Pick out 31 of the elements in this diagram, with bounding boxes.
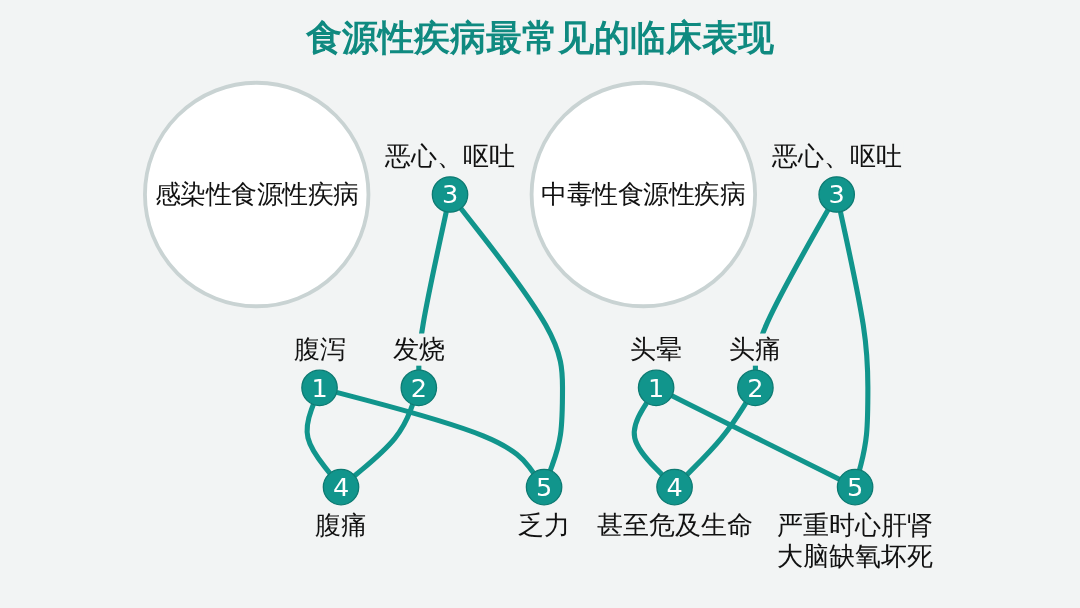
node-circle: 1 (301, 369, 338, 406)
symptom-label: 恶心、呕吐 (771, 140, 902, 171)
symptom-label: 乏力 (518, 509, 571, 540)
connector (458, 206, 566, 471)
symptom-label: 发烧 (392, 333, 445, 364)
node-circle: 3 (818, 175, 855, 213)
connector (631, 400, 664, 476)
connector (685, 400, 749, 476)
node-circle: 5 (836, 468, 874, 505)
connector (304, 403, 332, 475)
node-circle: 2 (400, 369, 438, 406)
title: 食源性疾病最常见的临床表现 (305, 16, 775, 60)
connector (837, 210, 871, 471)
symptom-label: 腹泻 (293, 333, 346, 364)
node-circle: 5 (525, 468, 563, 505)
node-circle: 1 (637, 369, 675, 406)
symptom-label: 头痛 (729, 333, 782, 364)
symptom-label: 腹痛 (315, 509, 367, 540)
symptom-label: 严重时心肝肾大脑缺氧坏死 (777, 509, 934, 571)
symptom-label: 恶心、呕吐 (385, 140, 516, 171)
node-circle: 2 (737, 369, 774, 406)
node-circle: 4 (322, 468, 360, 505)
node-circle: 中毒性食源性疾病 (529, 80, 757, 308)
symptom-label: 头晕 (630, 333, 683, 364)
node-circle: 3 (431, 175, 469, 213)
symptom-label: 甚至危及生命 (596, 509, 753, 540)
node-circle: 感染性食源性疾病 (143, 80, 371, 308)
connector (352, 403, 416, 478)
connector (336, 389, 536, 474)
connector (670, 393, 841, 481)
node-circle: 4 (656, 468, 693, 505)
